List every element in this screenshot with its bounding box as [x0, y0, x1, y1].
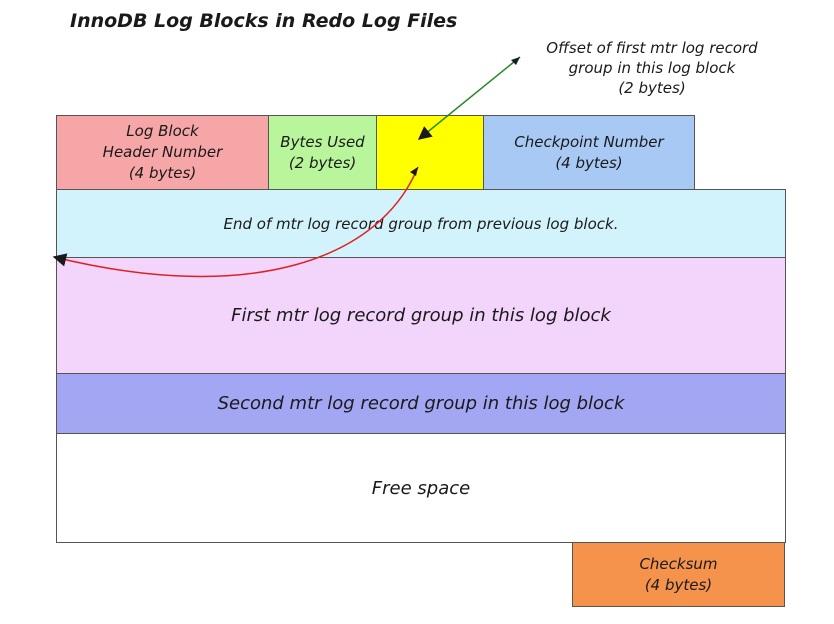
first-rec-group-offset-field: [376, 115, 484, 190]
bytes-used-line-1: Bytes Used: [280, 132, 365, 151]
first-group-pointer-arrow: [52, 166, 419, 278]
diagram-title: InnoDB Log Blocks in Redo Log Files: [70, 10, 458, 32]
prev-block-group-label: End of mtr log record group from previou…: [223, 214, 619, 233]
offset-annotation: Offset of first mtr log record group in …: [522, 38, 782, 98]
checksum-field: Checksum (4 bytes): [572, 542, 785, 607]
bytes-used-field: Bytes Used (2 bytes): [268, 115, 377, 190]
checkpoint-line-1: Checkpoint Number: [514, 132, 664, 151]
checksum-line-2: (4 bytes): [644, 575, 713, 594]
bytes-used-line-2: (2 bytes): [288, 153, 357, 172]
header-number-line-3: (4 bytes): [128, 164, 197, 182]
second-group-label: Second mtr log record group in this log …: [217, 393, 625, 414]
annotation-line-3: (2 bytes): [618, 79, 686, 97]
checksum-line-1: Checksum: [639, 554, 718, 573]
header-number-line-2: Header Number: [102, 143, 223, 161]
annotation-line-2: group in this log block: [568, 59, 736, 77]
prev-block-group-row: End of mtr log record group from previou…: [56, 189, 786, 258]
free-space-label: Free space: [371, 477, 471, 499]
header-number-line-1: Log Block: [126, 122, 199, 140]
offset-pointer-arrow: [417, 56, 521, 140]
free-space-row: Free space: [56, 433, 786, 543]
checkpoint-line-2: (4 bytes): [555, 153, 623, 172]
second-group-row: Second mtr log record group in this log …: [56, 373, 786, 434]
checkpoint-number-field: Checkpoint Number (4 bytes): [483, 115, 695, 190]
annotation-line-1: Offset of first mtr log record: [546, 39, 758, 57]
first-group-label: First mtr log record group in this log b…: [231, 305, 611, 326]
